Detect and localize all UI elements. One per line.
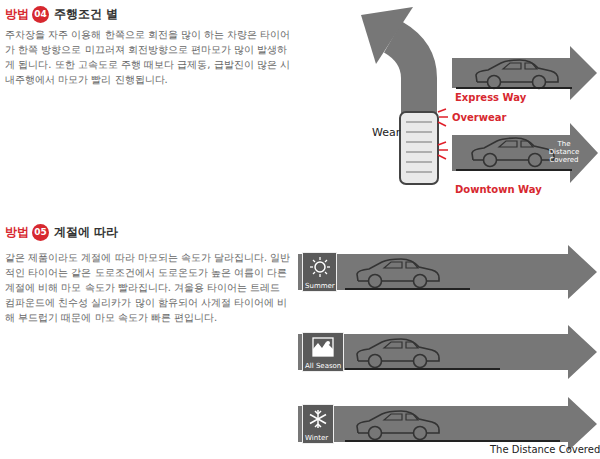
season-icon (304, 255, 336, 279)
heading: 계절에 따라 (54, 224, 118, 241)
season-icon-box: All Season (302, 332, 344, 372)
road-line (345, 368, 500, 370)
tire-tread (406, 122, 432, 172)
season-icon (302, 407, 334, 431)
season-icon-box: Winter (302, 404, 334, 444)
season-icon-box: Summer (302, 252, 337, 292)
node-text: 04 (34, 10, 47, 19)
car (476, 60, 558, 89)
allseason-arrow (298, 325, 597, 379)
turn-arrow-head (361, 7, 413, 64)
step-badge: 04 (32, 6, 49, 23)
node-text: The Distance Covered (544, 140, 584, 164)
winter-arrow (298, 397, 597, 451)
road-label: Downtown Way (455, 184, 542, 195)
car (357, 259, 439, 288)
summer-arrow (298, 245, 597, 299)
heading-prefix: 방법 (5, 224, 29, 241)
heading: 주행조건 별 (54, 6, 118, 23)
downtown-arrow: The Distance Covered (452, 123, 598, 183)
step-badge: 05 (32, 224, 49, 241)
overwear-mark (438, 109, 448, 159)
car (357, 339, 439, 368)
road-label: Express Way (455, 92, 526, 103)
express-arrow (452, 46, 597, 100)
tire (400, 112, 438, 184)
road-line (345, 288, 470, 290)
node-text: All Season (305, 362, 341, 370)
description: 주차장을 자주 이용해 한쪽으로 회전을 많이 하는 차량은 타이어가 한쪽 방… (5, 27, 293, 87)
node-text: Winter (305, 434, 328, 442)
node-text: Summer (305, 282, 335, 290)
car (357, 411, 439, 440)
road-line (345, 440, 560, 442)
wear-label: Wear (372, 126, 400, 139)
overwear-label: Overwear (452, 112, 506, 123)
description: 같은 제품이라도 계절에 따라 마모되는 속도가 달라집니다. 일반적인 타이어… (5, 250, 293, 325)
season-icon (307, 335, 339, 359)
axis-label: The Distance Covered (490, 444, 600, 455)
heading-prefix: 방법 (5, 6, 29, 23)
node-text: 05 (34, 228, 47, 237)
road-line (456, 87, 572, 89)
